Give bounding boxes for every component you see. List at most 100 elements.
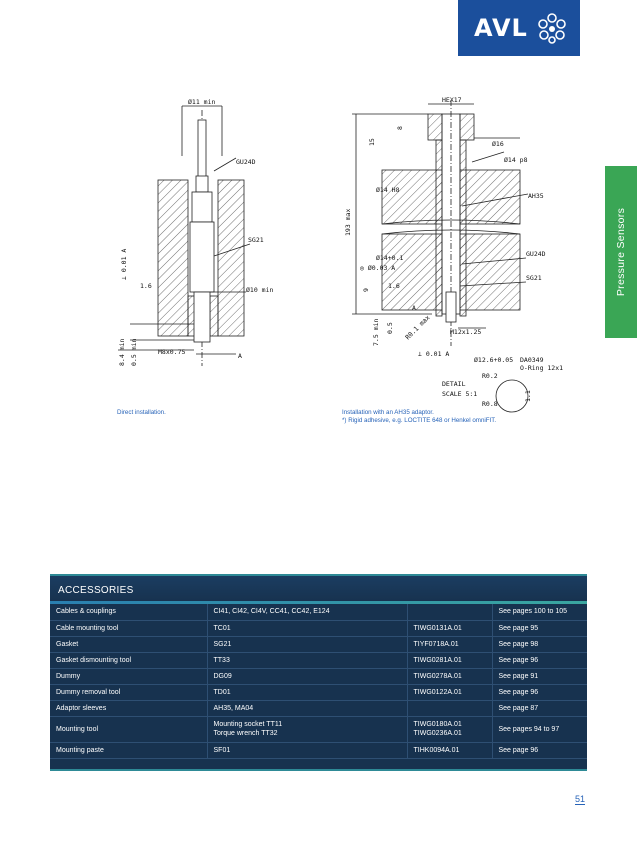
caption-adaptor-line2: *) Rigid adhesive, e.g. LOCTITE 648 or H… xyxy=(342,417,497,424)
dim-d126: Ø12.6+0.05 xyxy=(474,356,513,364)
cell-code-line: TIYF0718A.01 xyxy=(413,640,459,648)
avl-logo: AVL xyxy=(458,0,580,56)
label-sg21-left: SG21 xyxy=(248,236,264,244)
cell-product-line: Torque wrench TT32 xyxy=(213,730,278,737)
cell-code: TIHK0094A.01 xyxy=(407,742,493,759)
brand-emblem-icon xyxy=(538,13,566,44)
cell-code: TIWG0281A.01 xyxy=(407,652,493,669)
dim-d11s: 1.1 xyxy=(524,390,532,402)
label-sg21-right: SG21 xyxy=(526,274,542,282)
dim-hex17: HEX17 xyxy=(442,96,462,104)
cell-name: Gasket xyxy=(50,636,208,653)
label-detail: DETAIL xyxy=(442,380,466,388)
tolerance-perpendicular: ⊥ 0.01 A xyxy=(120,249,128,280)
section-tab-pressure-sensors[interactable]: Pressure Sensors xyxy=(605,166,637,338)
dim-d84: 8.4 min xyxy=(118,339,126,366)
table-row: Gasket dismounting tool TT33 TIWG0281A.01 S… xyxy=(50,652,587,669)
radius-r08: R0.8 xyxy=(482,400,498,408)
caption-direct-installation: Direct installation. xyxy=(117,409,166,416)
thread-m12: M12x1.25 xyxy=(450,328,481,336)
tolerance-perpendicular-right: ⊥ 0.01 A xyxy=(418,350,449,358)
datum-a-left: A xyxy=(238,352,242,360)
cell-product: SG21 xyxy=(207,636,408,653)
table-row: Adaptor sleeves AH35, MA04 See page 87 xyxy=(50,700,587,717)
cell-reference[interactable]: See page 91 xyxy=(492,668,587,685)
caption-adaptor-line1: Installation with an AH35 adaptor. xyxy=(342,409,434,416)
cell-code: TIWG0278A.01 xyxy=(407,668,493,685)
dim-d16: Ø16 xyxy=(492,140,504,148)
cell-product: CI41, CI42, CI4V, CC41, CC42, E124 xyxy=(207,604,408,621)
cell-name: Dummy removal tool xyxy=(50,684,208,701)
cell-name: Cables & couplings xyxy=(50,604,208,621)
dim-d11: Ø11 min xyxy=(188,98,215,106)
cell-code-line: TIWG0281A.01 xyxy=(413,656,462,664)
dim-15: 15 xyxy=(368,138,376,146)
cell-product-line: Mounting socket TT11 xyxy=(213,721,283,728)
cell-reference[interactable]: See page 96 xyxy=(492,652,587,669)
dim-d05-right: 0.5 xyxy=(386,322,394,334)
cell-name: Gasket dismounting tool xyxy=(50,652,208,669)
radius-r01: R0.1 max xyxy=(404,314,432,342)
cell-code: TIWG0131A.01 xyxy=(407,620,493,637)
caption-adaptor-installation: Installation with an AH35 adaptor. *) Ri… xyxy=(342,409,496,425)
cell-code xyxy=(407,604,493,621)
cell-reference[interactable]: See pages 100 to 105 xyxy=(492,604,587,621)
tolerance-concentricity: ◎ Ø0.03 A xyxy=(360,264,395,272)
installation-drawing: Ø11 min GU24D SG21 Ø10 min 1.6 M8x0.75 A… xyxy=(118,96,563,413)
cell-name: Dummy xyxy=(50,668,208,685)
cell-product: AH35, MA04 xyxy=(207,700,408,717)
dim-d75: 7.5 min xyxy=(372,319,380,346)
dim-d10: Ø10 min xyxy=(246,286,273,294)
cell-product-line: AH35, MA04 xyxy=(213,704,254,712)
direct-installation-view xyxy=(118,105,251,366)
surface-r16-left: 1.6 xyxy=(140,282,152,290)
cell-product: TD01 xyxy=(207,684,408,701)
cell-reference[interactable]: See page 96 xyxy=(492,684,587,701)
cell-product-line: TT33 xyxy=(213,656,230,664)
section-tab-label: Pressure Sensors xyxy=(615,207,628,297)
cell-reference[interactable]: See page 96 xyxy=(492,742,587,759)
cell-code-line: TIWG0236A.01 xyxy=(413,730,462,737)
thread-m8: M8x0.75 xyxy=(158,348,185,356)
cell-reference[interactable]: See page 95 xyxy=(492,620,587,637)
cell-code xyxy=(407,700,493,717)
label-ah35: AH35 xyxy=(528,192,544,200)
dim-d193: 193 max xyxy=(344,209,352,236)
cell-code: TIYF0718A.01 xyxy=(407,636,493,653)
label-scale: SCALE 5:1 xyxy=(442,390,477,398)
cell-product: SF01 xyxy=(207,742,408,759)
accessories-footer xyxy=(50,759,587,771)
cell-code-line: TIWG0278A.01 xyxy=(413,672,462,680)
label-oring: O-Ring 12x1 xyxy=(520,364,563,372)
cell-reference[interactable]: See page 98 xyxy=(492,636,587,653)
cell-product-line: DG09 xyxy=(213,672,232,680)
datum-a-right: A xyxy=(412,304,416,312)
dim-d14h8: Ø14 H8 xyxy=(376,186,400,194)
cell-reference[interactable]: See page 87 xyxy=(492,700,587,717)
cell-name: Mounting paste xyxy=(50,742,208,759)
cell-reference[interactable]: See pages 94 to 97 xyxy=(492,716,587,743)
cell-name: Adaptor sleeves xyxy=(50,700,208,717)
dim-d14-tolerance: Ø14+0.1 xyxy=(376,254,403,262)
accessories-divider xyxy=(50,601,587,604)
cell-product: TC01 xyxy=(207,620,408,637)
accessories-title: ACCESSORIES xyxy=(50,576,587,601)
cell-product-line: TD01 xyxy=(213,688,231,696)
cell-product-line: SF01 xyxy=(213,746,231,754)
cell-code: TIWG0122A.01 xyxy=(407,684,493,701)
label-gu24d-right: GU24D xyxy=(526,250,546,258)
table-row: Dummy removal tool TD01 TIWG0122A.01 See pa… xyxy=(50,684,587,701)
cell-code-line: TIWG0180A.01 xyxy=(413,721,462,728)
cell-product: TT33 xyxy=(207,652,408,669)
cell-code-line: TIWG0122A.01 xyxy=(413,688,462,696)
surface-r16-right: 1.6 xyxy=(388,282,400,290)
